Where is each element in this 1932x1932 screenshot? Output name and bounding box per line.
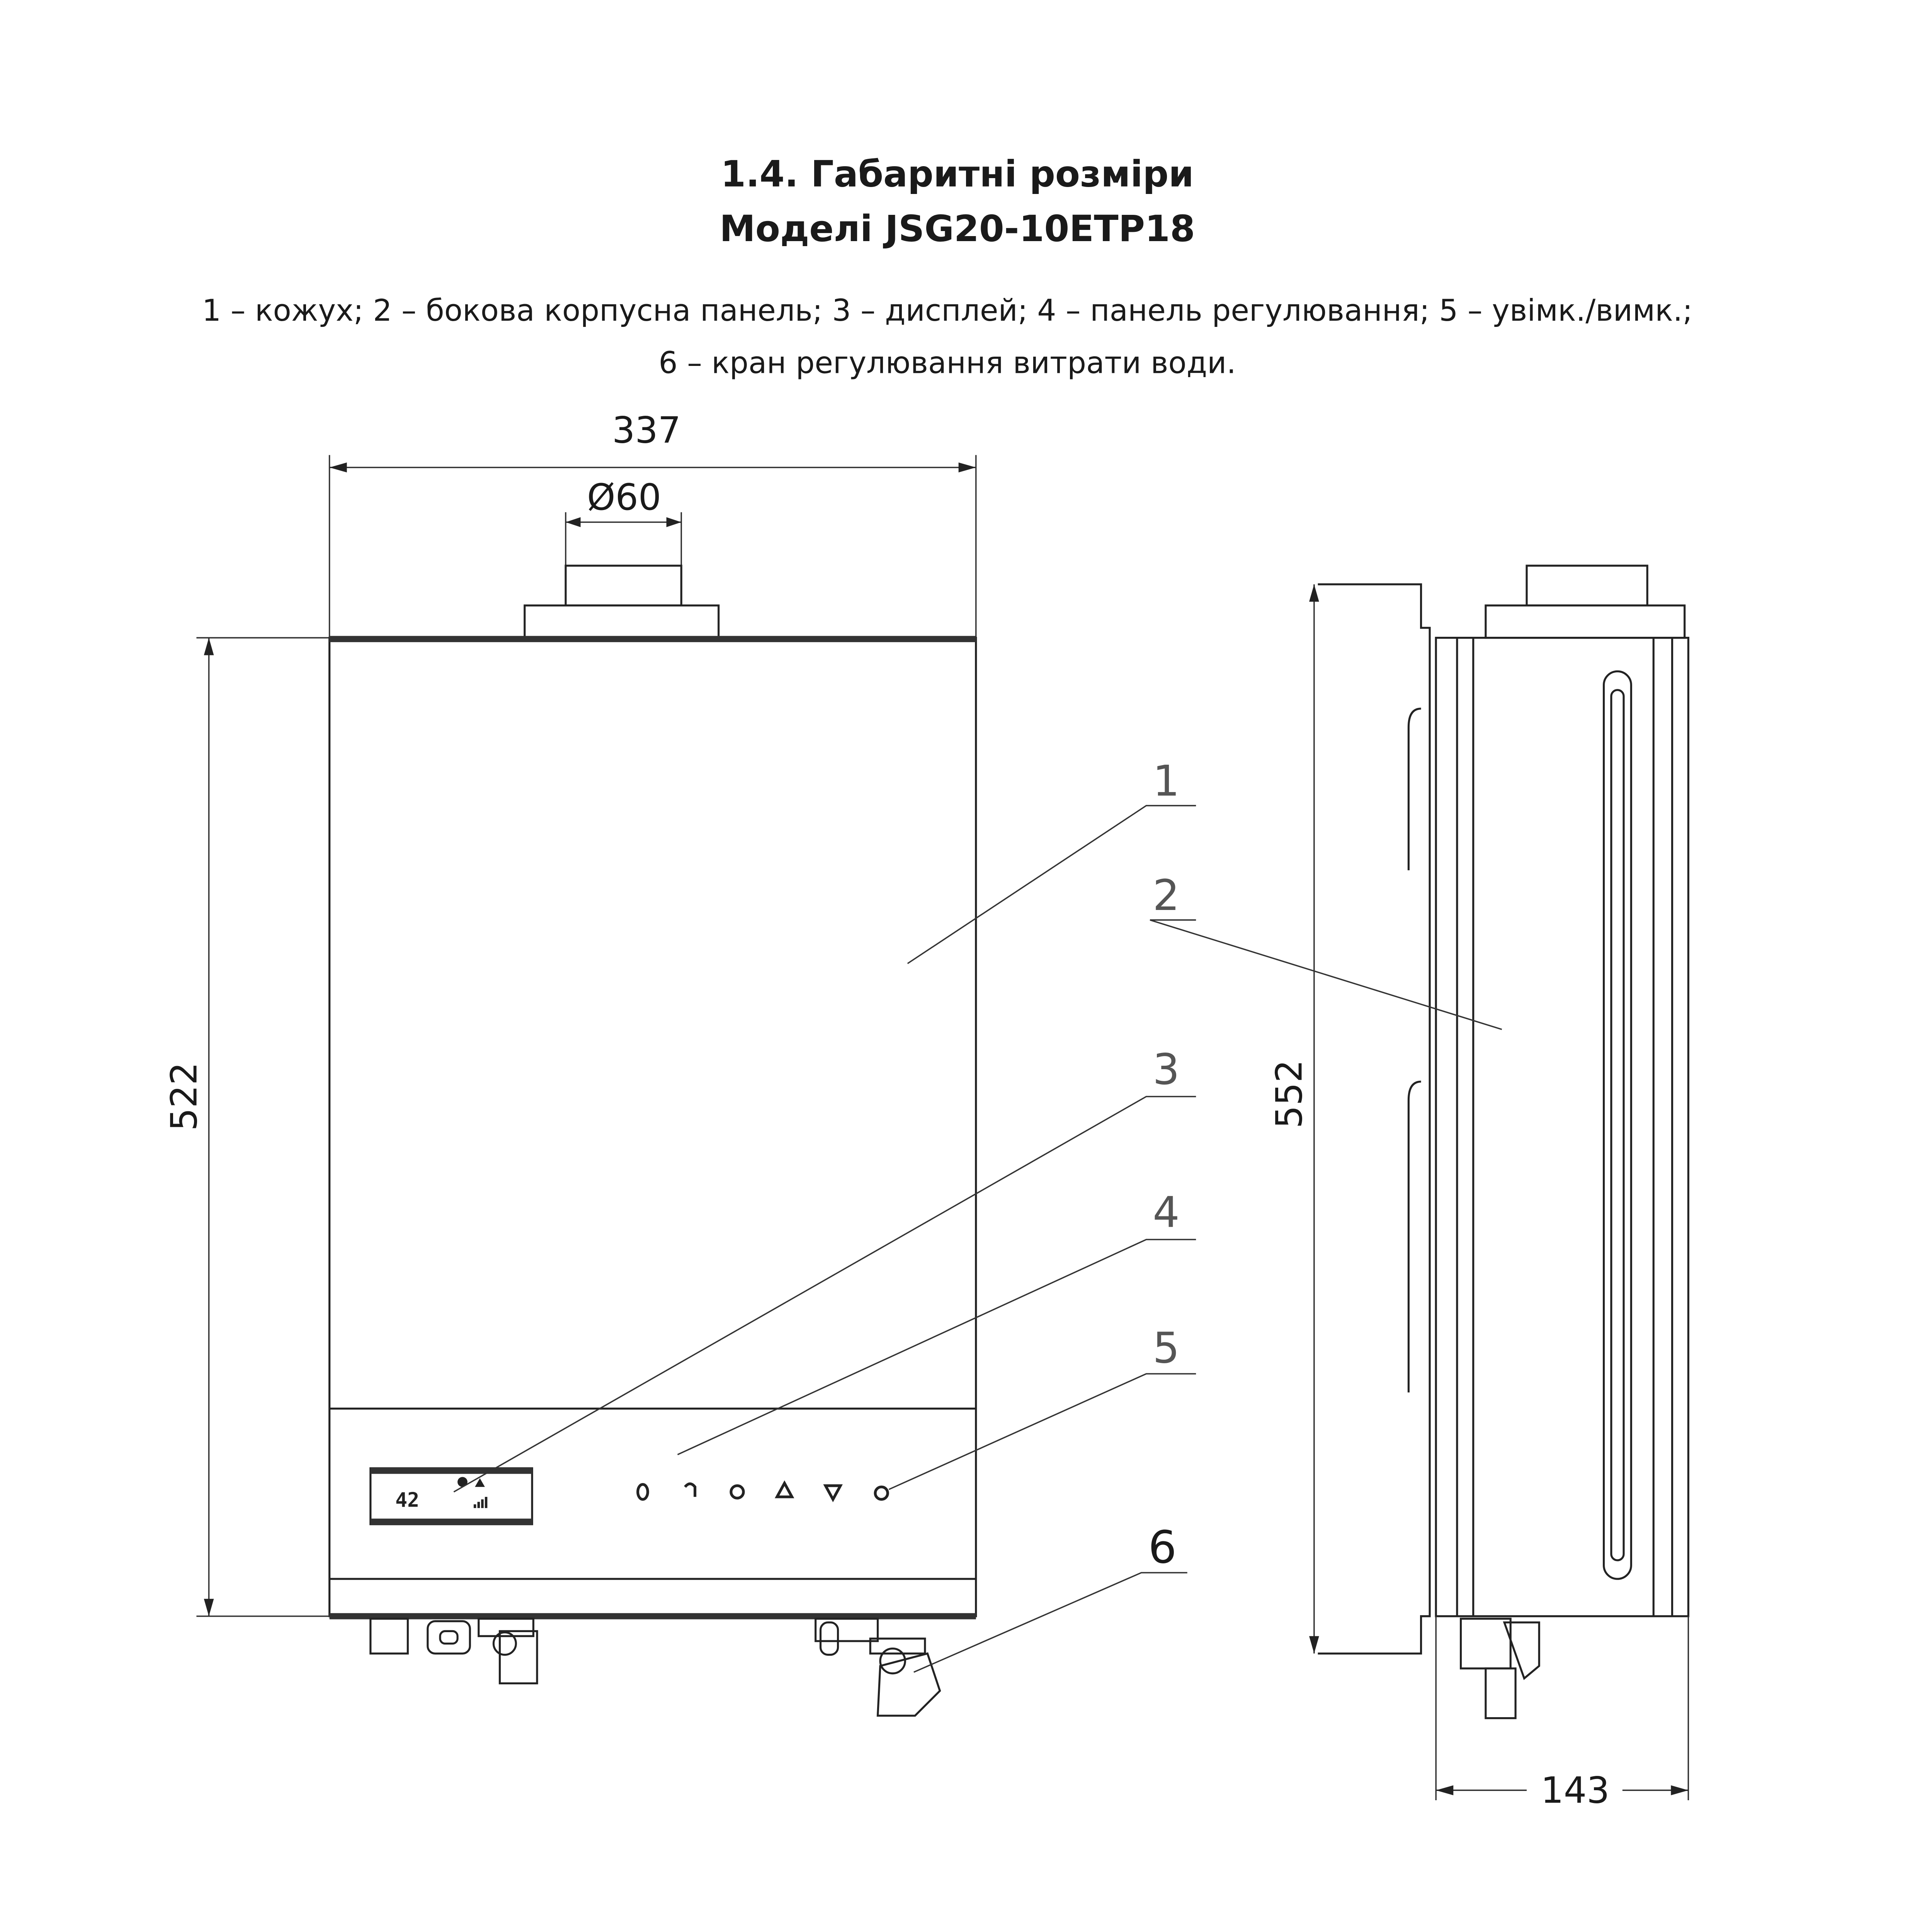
power-icon xyxy=(874,1485,889,1501)
bottom-fittings xyxy=(369,1617,941,1717)
fan-button[interactable] xyxy=(636,1483,649,1501)
legend-line-1: 1 – кожух; 2 – бокова корпусна панель; 3… xyxy=(202,293,1692,328)
flue-pipe xyxy=(565,565,682,607)
callout-1: 1 xyxy=(1153,756,1180,806)
depth-dimension: 143 xyxy=(1541,1769,1610,1811)
fan-icon xyxy=(636,1483,649,1501)
side-view: 552 143 xyxy=(1269,565,1689,1811)
display-temperature: 42 xyxy=(395,1489,419,1512)
legend-line-2: 6 – кран регулювання витрати води. xyxy=(659,345,1236,380)
callouts: 1 2 3 4 5 6 xyxy=(453,756,1502,1673)
up-arrow-icon xyxy=(774,1480,794,1498)
flue-diameter-dimension: Ø60 xyxy=(587,476,661,519)
callout-4: 4 xyxy=(1153,1188,1180,1237)
callout-2: 2 xyxy=(1153,871,1180,920)
total-height-dimension: 552 xyxy=(1269,1060,1311,1128)
front-view: 337 Ø60 522 42 xyxy=(163,409,977,1717)
tap-icon xyxy=(684,1482,697,1497)
water-flow-valve xyxy=(876,1652,941,1717)
width-dimension: 337 xyxy=(612,409,681,451)
model-subtitle: Моделі JSG20-10ETP18 xyxy=(719,208,1195,250)
side-slot xyxy=(1603,670,1632,1580)
mode-button[interactable] xyxy=(730,1484,745,1500)
page-title: 1.4. Габаритні розміри xyxy=(721,153,1194,196)
control-panel xyxy=(636,1480,889,1502)
power-button[interactable] xyxy=(874,1485,889,1501)
mode-icon xyxy=(730,1484,745,1500)
down-button[interactable] xyxy=(823,1484,843,1502)
callout-5: 5 xyxy=(1153,1323,1180,1372)
tap-icon xyxy=(475,1478,485,1487)
callout-6: 6 xyxy=(1148,1521,1177,1573)
down-arrow-icon xyxy=(823,1484,843,1502)
flue-collar xyxy=(524,604,720,639)
signal-bars-icon xyxy=(473,1497,488,1508)
up-button[interactable] xyxy=(774,1480,794,1498)
flame-icon xyxy=(457,1477,468,1487)
callout-3: 3 xyxy=(1153,1045,1180,1094)
display: 42 xyxy=(369,1467,533,1526)
tap-button[interactable] xyxy=(684,1482,697,1497)
body-height-dimension: 522 xyxy=(163,1062,205,1131)
